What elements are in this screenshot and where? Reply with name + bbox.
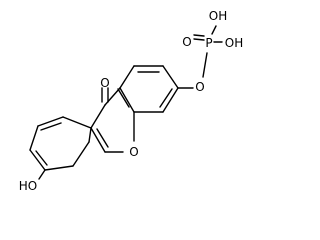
bond: [162, 65, 179, 89]
atom-label-phenol: HO: [19, 179, 37, 193]
atom-label-p-oxo: O: [182, 35, 191, 49]
bond: [35, 150, 48, 166]
atom-label-ring-o: O: [129, 145, 138, 159]
molecule-svg: O O O P O OH OH HO: [19, 9, 243, 193]
bonds: [29, 25, 223, 180]
bond: [193, 34, 205, 37]
atom-label-p-oh-top: OH: [209, 9, 227, 23]
bond: [96, 128, 109, 148]
bond: [104, 87, 121, 106]
bond: [29, 125, 39, 151]
bond: [119, 65, 135, 89]
bond: [211, 25, 217, 35]
atom-label-p: P: [205, 36, 212, 50]
bond: [202, 52, 208, 78]
bond: [159, 88, 173, 108]
atom-label-ester-o: O: [195, 80, 204, 94]
bond: [119, 87, 135, 113]
bond: [62, 116, 92, 129]
atom-label-p-oh-right: OH: [225, 36, 243, 50]
bond: [44, 165, 74, 171]
bond: [37, 116, 64, 127]
bond: [193, 38, 205, 41]
bond: [40, 122, 62, 131]
bond: [38, 169, 46, 180]
bond: [88, 127, 92, 143]
bond: [90, 127, 106, 153]
structure-diagram: O O O P O OH OH HO: [19, 9, 243, 193]
bond: [162, 87, 179, 113]
atom-label-oxo: O: [100, 76, 109, 90]
bond: [117, 88, 130, 108]
bond: [29, 149, 46, 171]
bond: [72, 141, 90, 167]
atom-labels: O O O P O OH OH HO: [19, 9, 243, 193]
bond: [90, 104, 106, 129]
